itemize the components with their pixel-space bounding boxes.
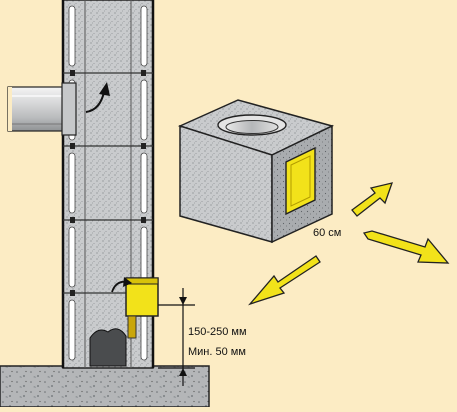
connecting-flue-pipe [7, 82, 77, 136]
chimney-column [61, 0, 155, 369]
clearance-arrow-right [362, 230, 450, 264]
door-swing-arrowhead [123, 277, 132, 287]
chimney-block-isometric [177, 99, 335, 244]
gap-minimum-label: Мин. 50 мм [188, 346, 246, 358]
clearance-distance-label: 60 см [313, 227, 341, 239]
clearance-arrows [248, 182, 450, 306]
foundation-slab [0, 365, 210, 408]
smoke-flow-arrow [85, 91, 105, 113]
cleaning-door-icon [125, 277, 159, 339]
height-dimension [158, 288, 195, 386]
clearance-arrow-down-left [248, 255, 321, 306]
smoke-flow-arrowhead [99, 82, 110, 96]
gap-range-label: 150-250 мм [188, 326, 247, 338]
clearance-arrow-up-right [351, 182, 394, 217]
